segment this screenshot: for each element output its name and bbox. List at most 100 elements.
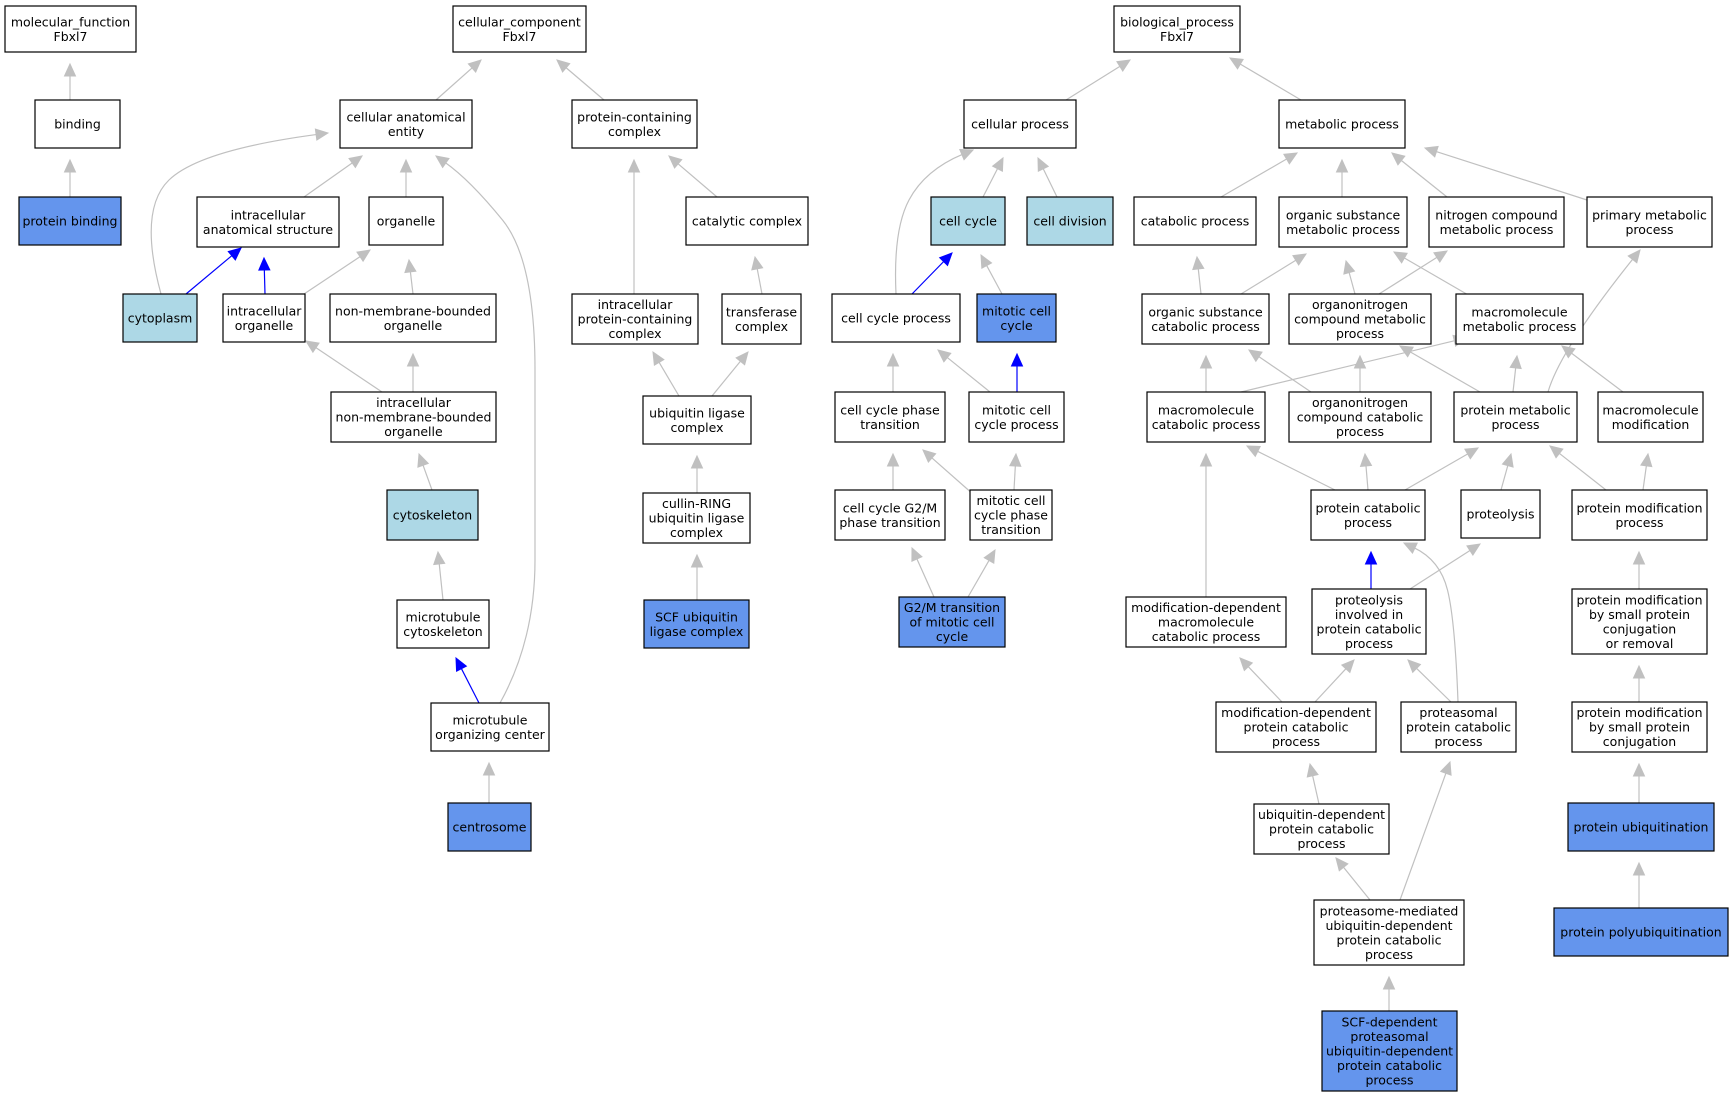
node-box [1321, 1010, 1458, 1092]
node-label: metabolic process [1285, 117, 1399, 132]
node-box [643, 599, 750, 649]
go-term-node-pubiq[interactable]: protein ubiquitination [1567, 802, 1715, 852]
go-term-node-cytoplasm[interactable]: cytoplasm [122, 293, 198, 343]
node-box [330, 391, 497, 443]
go-term-node-metaproc[interactable]: metabolic process [1278, 99, 1406, 149]
node-box [1597, 391, 1704, 443]
arrowhead-pcp-to-mcp [1245, 445, 1261, 458]
edge-g2mmit-to-mitccpt [967, 559, 991, 598]
edge-celldiv-to-cellproc [1042, 167, 1058, 198]
node-box [969, 489, 1053, 541]
edge-metaproc-to-bp [1239, 63, 1302, 101]
arrowhead-cytoskeleton-to-inmbo [417, 452, 430, 468]
go-term-node-binding[interactable]: binding [34, 99, 121, 149]
edge-pmp-to-mmp [1512, 366, 1517, 393]
go-term-node-organelle[interactable]: organelle [368, 196, 444, 246]
edge-udpcp-to-mdpcp [1311, 774, 1320, 805]
arrowhead-centrosome-to-mtoc [482, 761, 496, 776]
edge-mcp-to-mmp [1240, 339, 1456, 393]
node-box [571, 293, 699, 345]
edge-pmodp-to-pmp [1558, 452, 1607, 491]
arrowhead-pcp-to-onccp [1359, 452, 1373, 467]
edge-onccp-to-oscp [1257, 355, 1312, 393]
node-box [329, 293, 497, 343]
go-term-node-cytoskeleton[interactable]: cytoskeleton [386, 489, 479, 541]
go-term-node-cellproc[interactable]: cellular process [963, 99, 1077, 149]
arrowhead-iorg-to-ias [258, 256, 271, 271]
go-term-node-cellcycle[interactable]: cell cycle [930, 196, 1006, 246]
node-label: centrosome [453, 820, 527, 835]
node-box [1026, 196, 1114, 246]
go-term-node-proteolysis[interactable]: proteolysis [1460, 489, 1541, 539]
edge-proteolysis-to-pmp [1500, 464, 1509, 491]
go-term-node-protein_binding[interactable]: protein binding [18, 196, 122, 246]
go-term-node-catcomplex[interactable]: catalytic complex [685, 196, 809, 246]
edge-catabolic-to-metaproc [1220, 157, 1288, 198]
edge-pcp-to-mcp [1256, 450, 1336, 491]
node-box [1586, 196, 1713, 248]
go-term-node-centrosome[interactable]: centrosome [447, 802, 532, 852]
go-term-node-ppolyubiq[interactable]: protein polyubiquitination [1553, 907, 1729, 957]
go-term-node-catabolic[interactable]: catabolic process [1133, 196, 1257, 246]
node-box [834, 489, 946, 541]
go-term-node-celldiv[interactable]: cell division [1026, 196, 1114, 246]
arrowhead-cellproc-to-bp [1116, 59, 1132, 72]
node-box [685, 196, 809, 246]
node-box [968, 391, 1065, 443]
arrowhead-ipcc-to-pcc [627, 158, 641, 173]
arrowhead-oncmp-to-osmp [1343, 259, 1356, 275]
go-term-node-ccproc[interactable]: cell cycle process [831, 293, 961, 343]
